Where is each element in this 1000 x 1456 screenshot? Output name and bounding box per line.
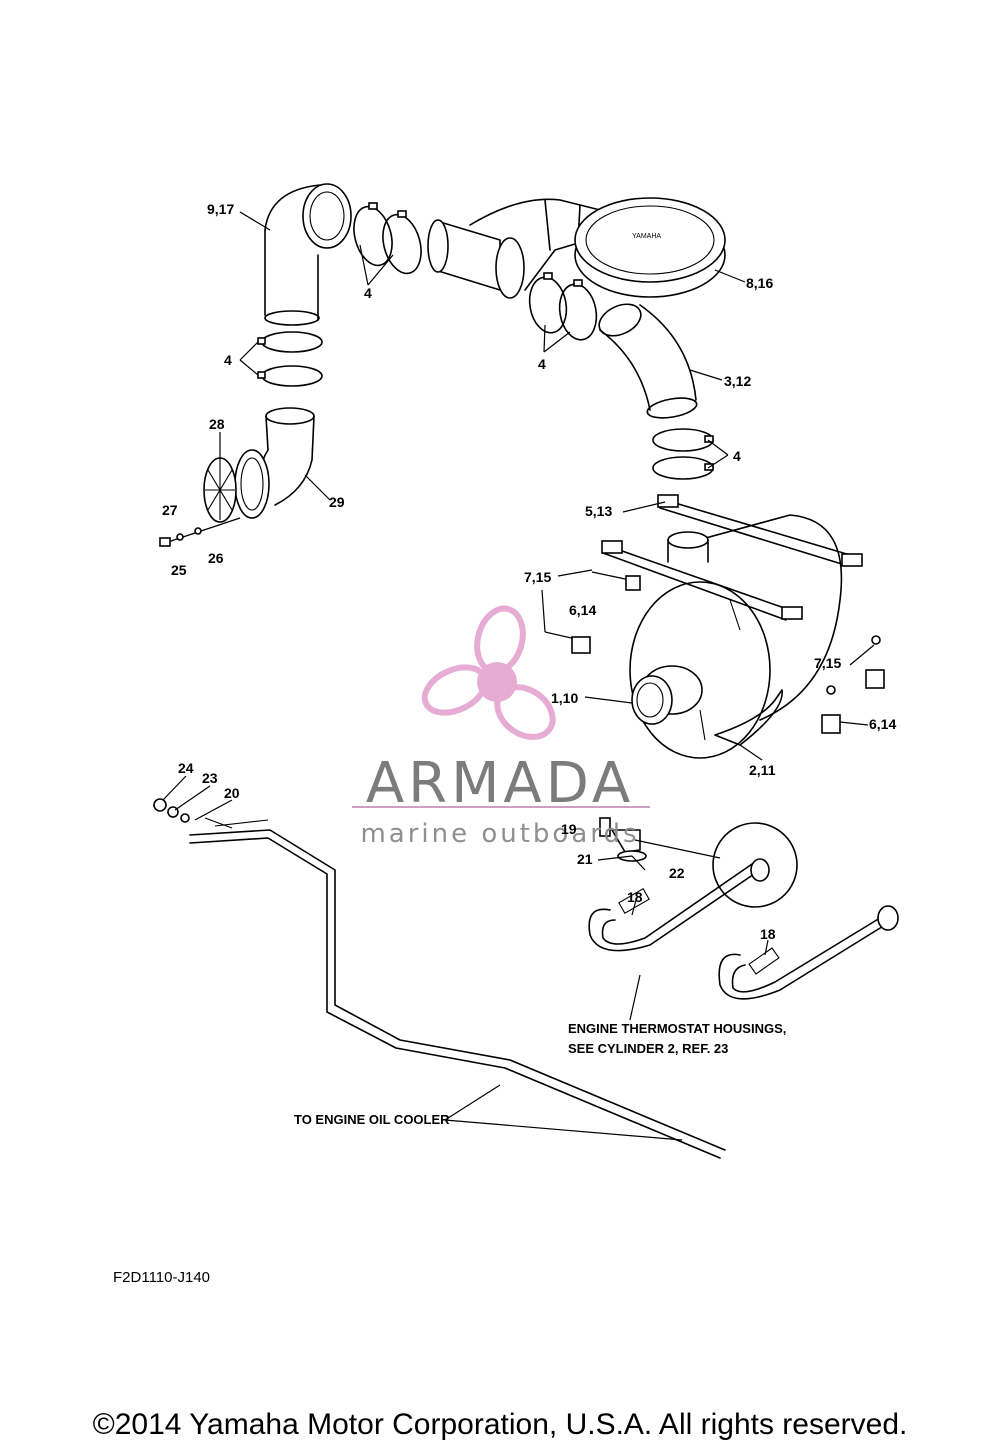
label-27: 27 [162,502,178,518]
note-oil-cooler: TO ENGINE OIL COOLER [294,1112,450,1127]
label-7-15-right: 7,15 [814,655,841,671]
label-22: 22 [669,865,685,881]
label-26: 26 [208,550,224,566]
clamp-pair-top-left [353,202,422,275]
fittings-23-24 [153,798,190,823]
cooling-pipe-20 [189,817,726,1159]
label-8-16: 8,16 [746,275,773,291]
watermark-tagline: marine outboards [360,819,639,849]
label-7-15-center: 7,15 [524,569,551,585]
label-19: 19 [561,821,577,837]
label-4-right: 4 [733,448,741,464]
label-28: 28 [209,416,225,432]
label-2-11: 2,11 [749,762,776,778]
elbow-9-17 [264,183,352,326]
brackets-center [544,571,641,654]
diagram-code: F2D1110-J140 [113,1269,210,1286]
bracket-2-11 [714,689,783,746]
hose-3-12 [598,303,698,419]
label-6-14-right: 6,14 [869,716,896,732]
filter-cover-8-16: YAMAHA [574,197,726,298]
copyright-notice: ©2014 Yamaha Motor Corporation, U.S.A. A… [92,1408,908,1441]
clamp-pair-right [652,428,714,480]
notes: ENGINE THERMOSTAT HOUSINGS, SEE CYLINDER… [294,1021,786,1127]
label-23: 23 [202,770,218,786]
label-4-top-left: 4 [364,285,372,301]
label-4-left: 4 [224,352,232,368]
air-duct [427,198,613,299]
bolt-washers-25-27 [159,517,241,547]
screen-28 [203,457,237,523]
part-labels: 9,17 4 8,16 4 3,12 4 4 28 29 27 26 25 5,… [162,201,896,942]
label-24: 24 [178,760,194,776]
label-9-17: 9,17 [207,201,234,217]
label-5-13: 5,13 [585,503,612,519]
label-18-a: 18 [627,889,643,905]
note-thermostat-line2: SEE CYLINDER 2, REF. 23 [568,1041,728,1056]
label-18-b: 18 [760,926,776,942]
clamp-pair-left-lower [257,331,323,387]
propeller-logo-icon [421,605,556,740]
svg-text:YAMAHA: YAMAHA [632,233,661,240]
brackets-right [821,635,885,734]
label-29: 29 [329,494,345,510]
clamp-pair-center [528,272,598,341]
straps-5-13 [601,494,863,621]
label-4-center: 4 [538,356,546,372]
label-3-12: 3,12 [724,373,751,389]
hose-assembly-18-a [588,822,798,952]
watermark-brand: ARMADA [366,751,634,816]
label-1-10: 1,10 [551,690,578,706]
label-21: 21 [577,851,593,867]
filter-housing-1-10 [629,514,843,759]
label-6-14-center: 6,14 [569,602,596,618]
label-20: 20 [224,785,240,801]
leader-lines [162,211,875,1141]
elbow-29 [234,407,315,519]
watermark: ARMADA marine outboards [352,605,650,849]
note-thermostat-line1: ENGINE THERMOSTAT HOUSINGS, [568,1021,786,1036]
hose-assembly-18-b [718,905,899,1000]
label-25: 25 [171,562,187,578]
